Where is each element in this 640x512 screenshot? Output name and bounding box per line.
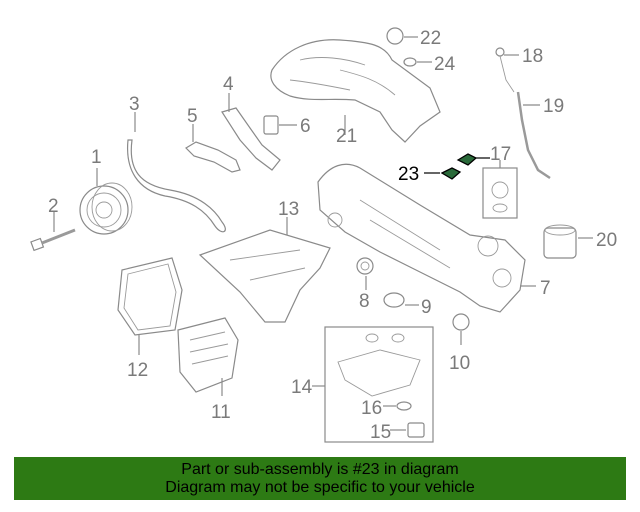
part-13-oil-pan-upper[interactable]: [198, 229, 331, 323]
callout-2: 2: [48, 196, 59, 217]
part-12-pan-gasket[interactable]: [117, 257, 183, 336]
callout-18: 18: [522, 46, 543, 67]
callout-4: 4: [223, 74, 234, 95]
callout-15: 15: [370, 422, 391, 443]
part-11-baffle-plate[interactable]: [177, 317, 239, 393]
callout-11: 11: [211, 402, 231, 423]
part-22-gasket[interactable]: [386, 27, 404, 45]
callout-3: 3: [129, 94, 140, 115]
callout-5: 5: [187, 106, 198, 127]
callout-23: 23: [398, 164, 419, 185]
callout-16: 16: [361, 398, 382, 419]
callout-21: 21: [336, 126, 357, 147]
callout-1: 1: [91, 147, 102, 168]
callout-14: 14: [291, 377, 313, 398]
callout-8: 8: [359, 291, 370, 312]
callout-9: 9: [421, 297, 432, 318]
part-2-bolt[interactable]: [30, 228, 76, 252]
callout-10: 10: [449, 353, 470, 374]
part-9-sensor[interactable]: [383, 292, 405, 308]
part-7-timing-cover[interactable]: [317, 163, 526, 313]
info-banner: Part or sub-assembly is #23 in diagram D…: [14, 457, 626, 500]
part-24-seal[interactable]: [403, 57, 417, 67]
callout-20: 20: [596, 230, 617, 251]
part-15-drain-plug[interactable]: [407, 422, 425, 438]
callout-12: 12: [127, 360, 148, 381]
part-3-timing-chain[interactable]: [126, 139, 226, 233]
part-21-intake-manifold[interactable]: [270, 39, 441, 143]
part-6-tensioner[interactable]: [263, 115, 279, 135]
part-8-oil-seal[interactable]: [356, 257, 374, 275]
part-17-oil-filler-cap[interactable]: [482, 167, 518, 219]
callout-17: 17: [490, 144, 511, 165]
part-19-dipstick-tube[interactable]: [516, 91, 551, 180]
part-18-dipstick[interactable]: [495, 47, 515, 93]
part-20-oil-filter[interactable]: [543, 224, 577, 259]
part-5-tensioner-lever[interactable]: [185, 141, 241, 173]
part-23-oil-separator-gasket[interactable]: [440, 153, 478, 180]
engine-parts-diagram: 1 2 3 4 5 6 21 22 24: [30, 27, 617, 443]
callout-13: 13: [278, 199, 299, 220]
callout-7: 7: [540, 278, 551, 299]
part-1-crank-pulley[interactable]: [79, 182, 133, 235]
callout-6: 6: [300, 116, 311, 137]
banner-line-2: Diagram may not be specific to your vehi…: [165, 479, 475, 496]
banner-line-1: Part or sub-assembly is #23 in diagram: [181, 461, 459, 478]
callout-19: 19: [543, 96, 564, 117]
callout-24: 24: [434, 54, 456, 75]
part-4-chain-guide[interactable]: [221, 107, 281, 171]
part-10-sensor[interactable]: [452, 313, 470, 331]
part-16-drain-washer[interactable]: [396, 401, 412, 411]
callout-22: 22: [420, 28, 441, 49]
